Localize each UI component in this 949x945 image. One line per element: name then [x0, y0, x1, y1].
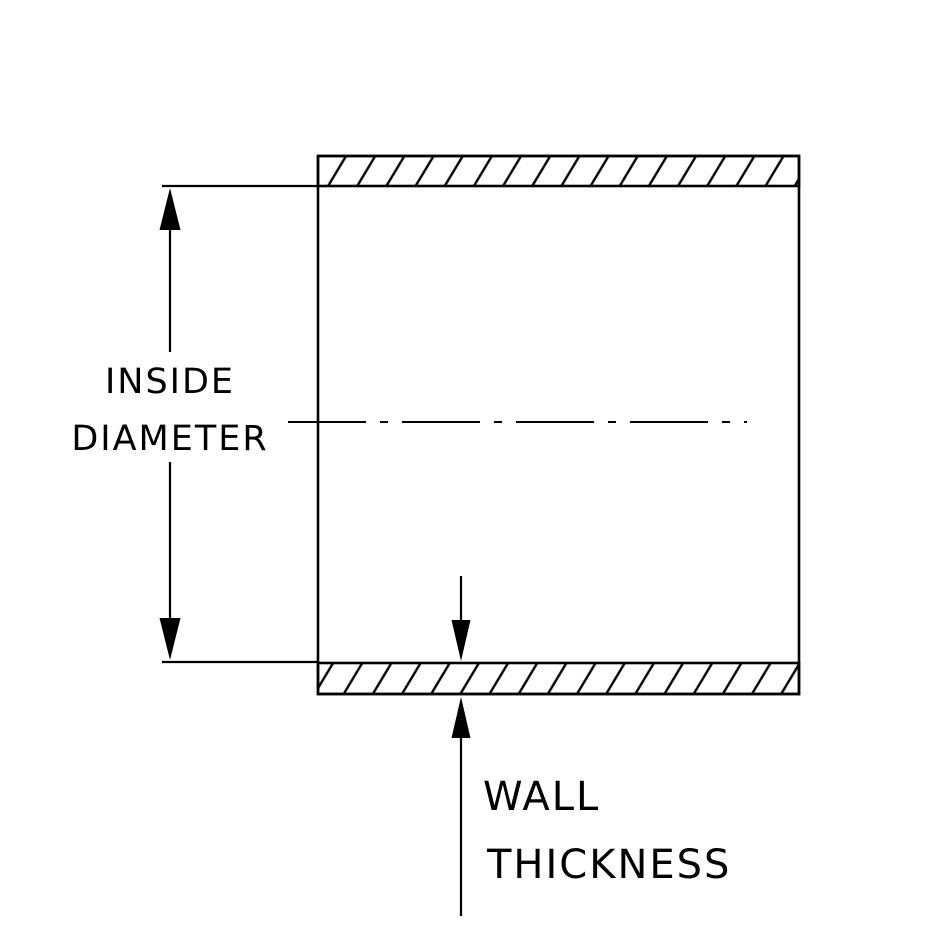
id-arrowhead-down-icon — [159, 618, 181, 660]
wt-arrowhead-down-icon — [451, 620, 471, 661]
inside-diameter-label-line1: INSIDE — [105, 362, 235, 402]
inside-diameter-label-line2: DIAMETER — [71, 419, 268, 459]
wall-thickness-label-line2: THICKNESS — [486, 842, 731, 888]
tube-bottom-wall-hatch — [316, 661, 801, 696]
tube-body-outline — [316, 154, 801, 696]
wall-thickness-label-line1: WALL — [483, 774, 600, 820]
id-arrowhead-up-icon — [159, 188, 181, 230]
tube-top-wall-hatch — [316, 154, 801, 188]
wt-arrowhead-up-icon — [451, 697, 471, 738]
